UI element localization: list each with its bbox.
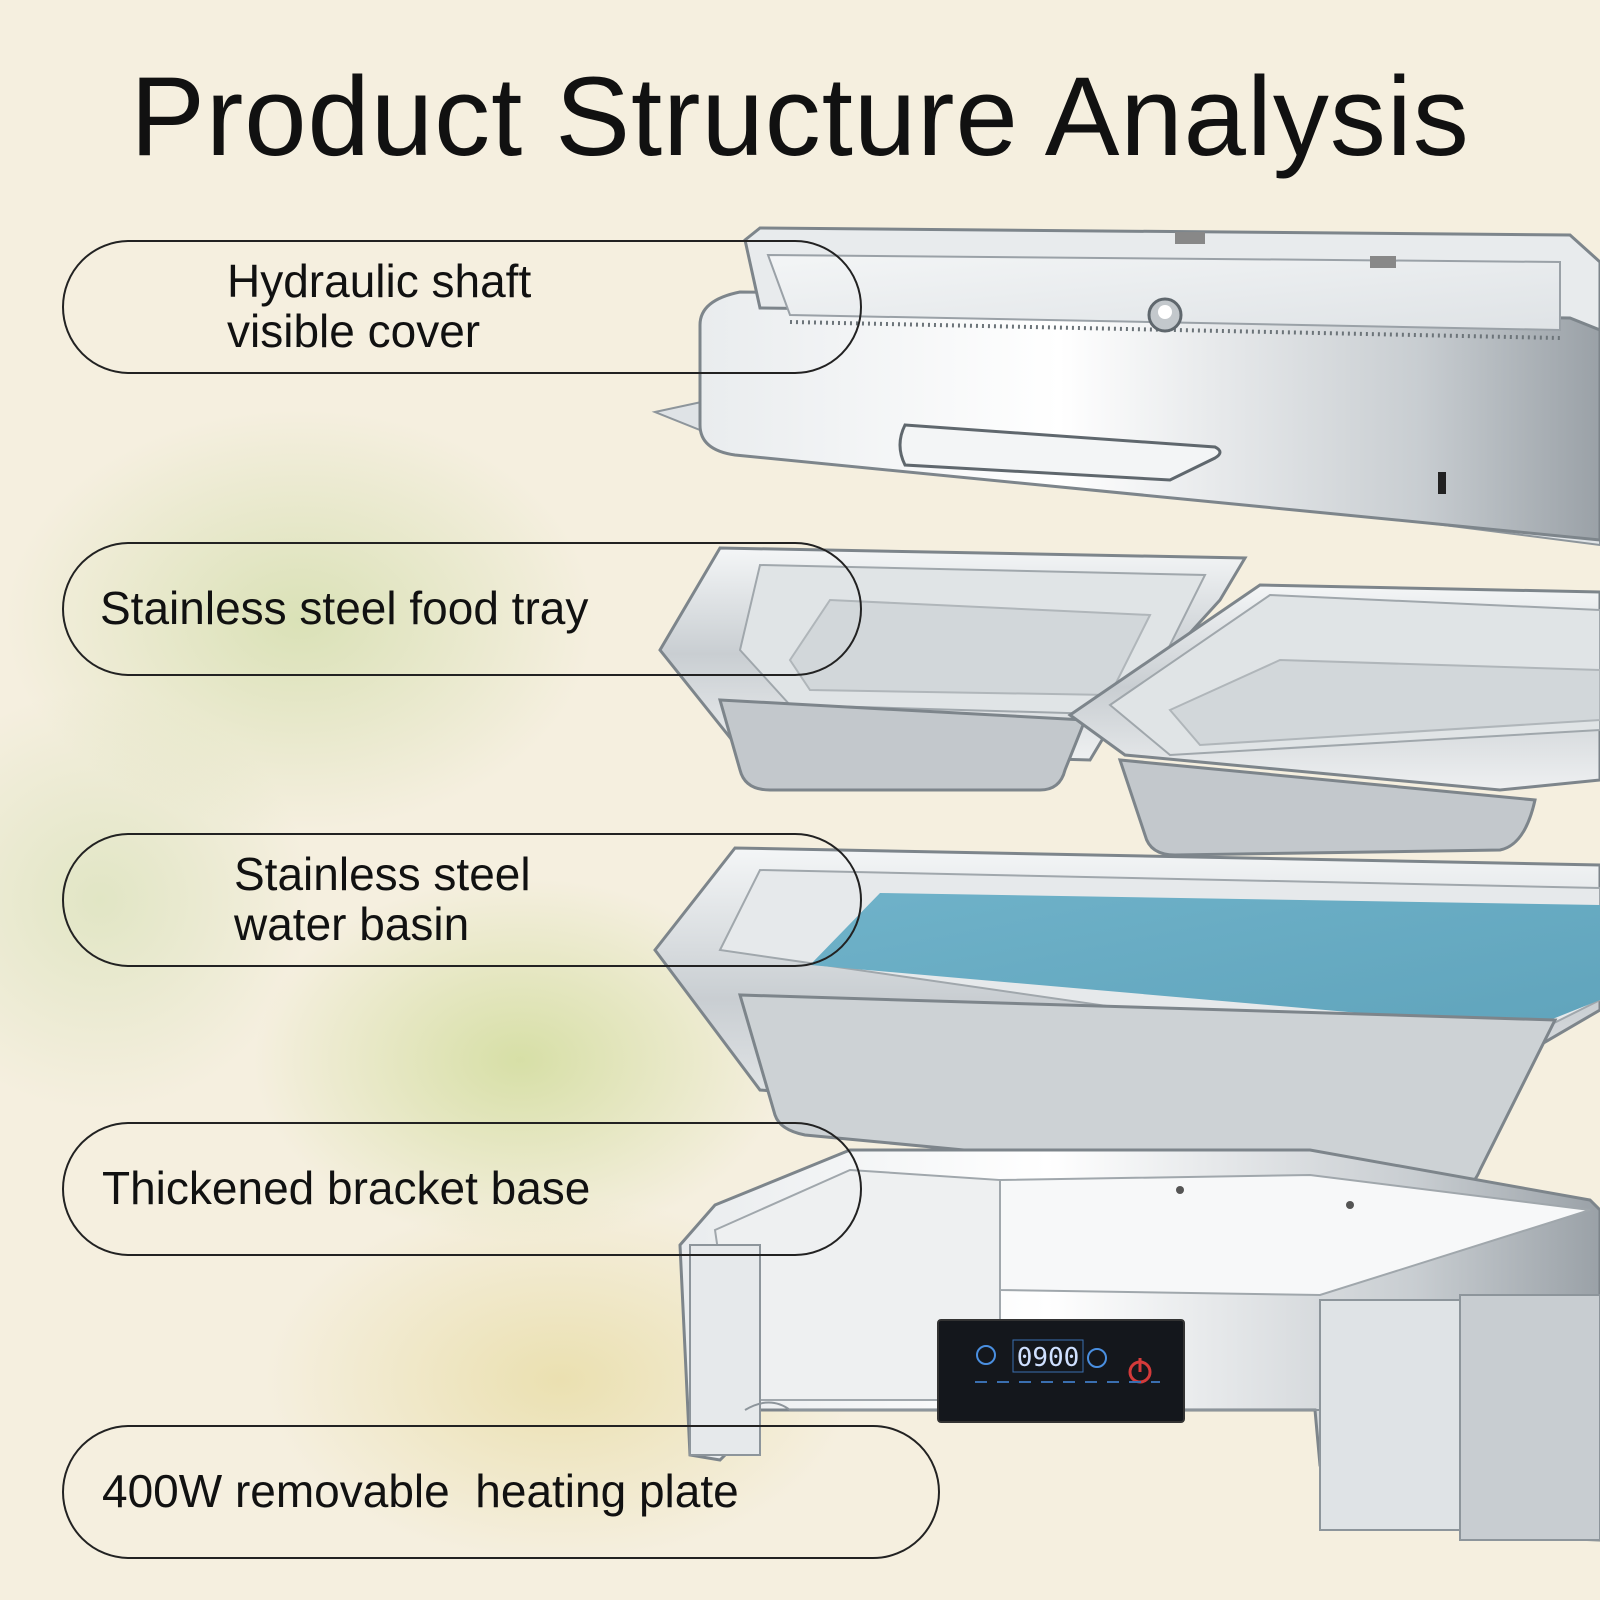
label-food-tray: Stainless steel food tray <box>62 542 862 676</box>
lid-handle <box>898 423 1222 482</box>
label-cover: Hydraulic shaft visible cover <box>62 240 862 374</box>
label-base-text: Thickened bracket base <box>102 1162 591 1215</box>
hinge-left-icon <box>1175 232 1205 244</box>
label-basin-line2: water basin <box>234 898 470 950</box>
label-basin-line1: Stainless steel <box>234 848 531 901</box>
label-base: Thickened bracket base <box>62 1122 862 1256</box>
water-basin <box>653 846 1600 1197</box>
hinge-right-icon <box>1370 256 1396 268</box>
temperature-icon <box>976 1345 996 1365</box>
timer-readout: 0900 <box>1017 1343 1080 1373</box>
water-surface <box>810 893 1600 1048</box>
page-title: Product Structure Analysis <box>130 54 1470 179</box>
control-panel: 0900 <box>937 1319 1185 1423</box>
lid <box>651 226 1600 547</box>
label-cover-line2: visible cover <box>227 305 481 357</box>
label-water-basin: Stainless steel water basin <box>62 833 862 967</box>
label-cover-line1: Hydraulic shaft <box>227 255 532 308</box>
label-heating-plate: 400W removable heating plate <box>62 1425 940 1559</box>
label-heating-plate-text: 400W removable heating plate <box>102 1465 739 1518</box>
clock-icon <box>1087 1348 1107 1368</box>
label-food-tray-text: Stainless steel food tray <box>100 582 589 635</box>
